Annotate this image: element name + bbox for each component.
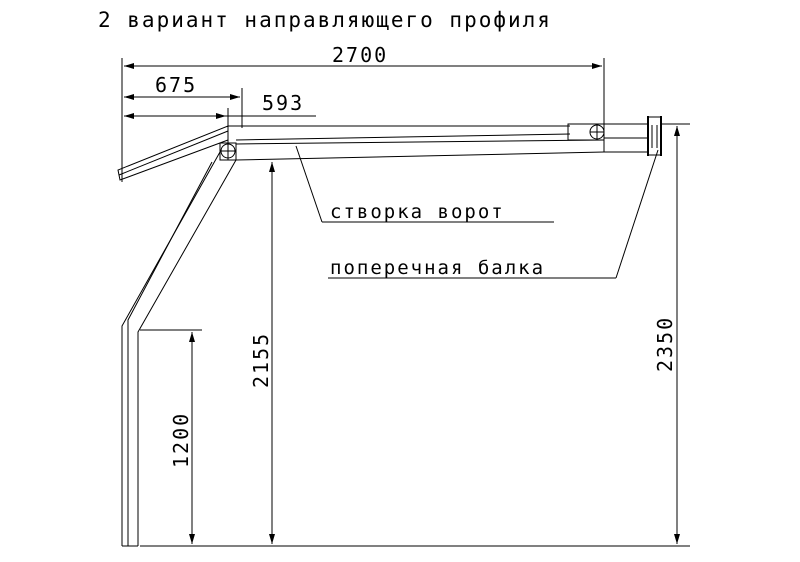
dimension-1200: [140, 329, 202, 544]
leader-gate-leaf: [295, 145, 554, 223]
dimension-1200-label: 1200: [169, 412, 193, 468]
dimension-2700: [121, 58, 605, 182]
lower-guide-profile: [235, 139, 605, 161]
vertical-guide-post: [121, 151, 237, 547]
dimension-593-label: 593: [262, 91, 304, 115]
pivot-roller: [219, 142, 237, 161]
dimension-675-label: 675: [155, 73, 197, 97]
cross-beam-section: [603, 116, 662, 156]
dimension-675: [124, 88, 243, 128]
dimension-2350: [662, 123, 690, 544]
cross-beam-label: поперечная балка: [330, 257, 545, 279]
leader-cross-beam: [328, 149, 659, 279]
gate-leaf-rail: [228, 123, 605, 141]
gate-leaf-label: створка ворот: [330, 201, 505, 223]
front-guide-piece: [117, 125, 229, 181]
drawing-title: 2 вариант направляющего профиля: [98, 8, 552, 32]
dimension-2350-label: 2350: [653, 316, 677, 372]
dimension-2700-label: 2700: [332, 43, 388, 67]
dimension-2155-label: 2155: [249, 332, 273, 388]
